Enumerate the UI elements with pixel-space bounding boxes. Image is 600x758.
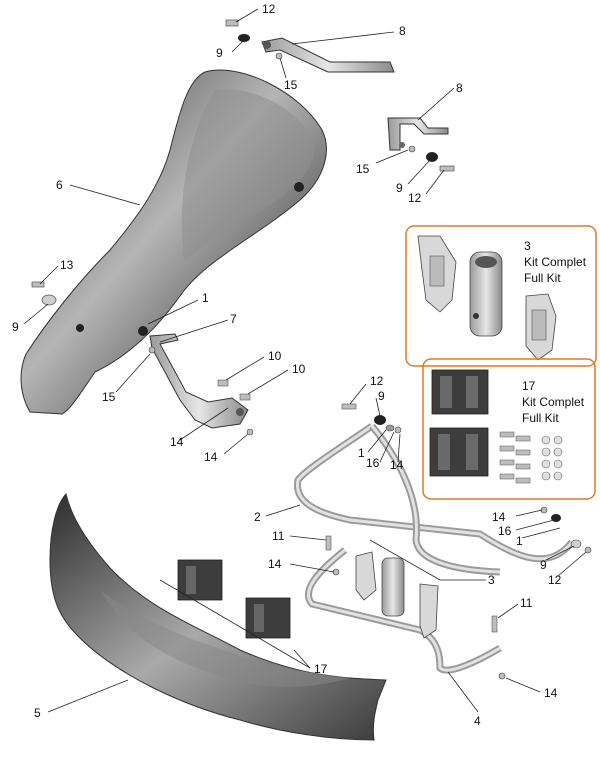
callout-14: 14 [492,510,506,524]
callout-9: 9 [12,320,19,334]
callout-11: 11 [520,596,533,610]
lower-tube-part [304,535,506,680]
leader-lines [23,8,587,713]
kit-3-box: 3 Kit Complet Full Kit [405,225,597,367]
support-bracket-part [148,333,254,436]
callout-5: 5 [34,706,41,720]
callout-1: 1 [358,446,365,460]
callout-10: 10 [292,362,306,376]
callout-14: 14 [170,435,184,449]
front-bumper-part [49,492,387,741]
callout-12: 12 [262,2,276,16]
kit-17-number: 17 [522,379,536,393]
kit-17-block-upper [431,369,489,415]
kit-17-bolts [499,431,531,484]
callout-14: 14 [544,686,558,700]
callout-13: 13 [60,258,74,272]
callout-9: 9 [396,181,403,195]
hardware-top [31,19,455,306]
callout-9: 9 [540,558,547,572]
tube-frame-part [293,403,592,576]
callout-15: 15 [356,162,370,176]
callout-1: 1 [202,291,209,305]
kit-3-number: 3 [524,239,531,253]
upper-bracket-part [261,37,395,73]
callout-11: 11 [272,529,285,543]
callout-2: 2 [254,510,261,524]
callout-9: 9 [216,46,223,60]
callout-6: 6 [56,178,63,192]
kit-3-clamp-left [417,235,457,313]
kit-17-line2: Full Kit [522,411,559,425]
callout-9: 9 [378,389,385,403]
callout-16: 16 [366,456,380,470]
callout-17: 17 [314,662,328,676]
callout-4: 4 [474,714,481,728]
callout-7: 7 [230,312,237,326]
kit-17-nuts [541,435,563,481]
kit-17-box: 17 Kit Complet Full Kit [422,358,596,500]
callout-12: 12 [548,573,562,587]
callout-12: 12 [370,374,384,388]
kit-17-line1: Kit Complet [522,395,585,409]
callout-12: 12 [408,191,422,205]
kit-3-line2: Full Kit [524,271,561,285]
callout-10: 10 [268,349,282,363]
callout-labels: 12 9 8 15 8 15 9 12 6 13 9 1 7 15 10 10 … [12,2,562,728]
fender-part [20,69,327,415]
lower-bracket-part [387,117,449,151]
callout-3: 3 [488,573,495,587]
kit-3-clamp-right [525,293,557,361]
block-set-installed [177,559,291,639]
callout-14: 14 [204,450,218,464]
callout-15: 15 [284,78,298,92]
clamp-set-installed [355,551,439,639]
callout-8: 8 [456,81,463,95]
callout-1: 1 [516,534,523,548]
kit-3-sleeve [469,251,503,337]
callout-14: 14 [268,557,282,571]
kit-3-line1: Kit Complet [524,255,587,269]
callout-8: 8 [399,24,406,38]
kit-17-block-lower [429,427,489,477]
callout-15: 15 [102,390,116,404]
callout-16: 16 [498,524,512,538]
callout-14: 14 [390,458,404,472]
